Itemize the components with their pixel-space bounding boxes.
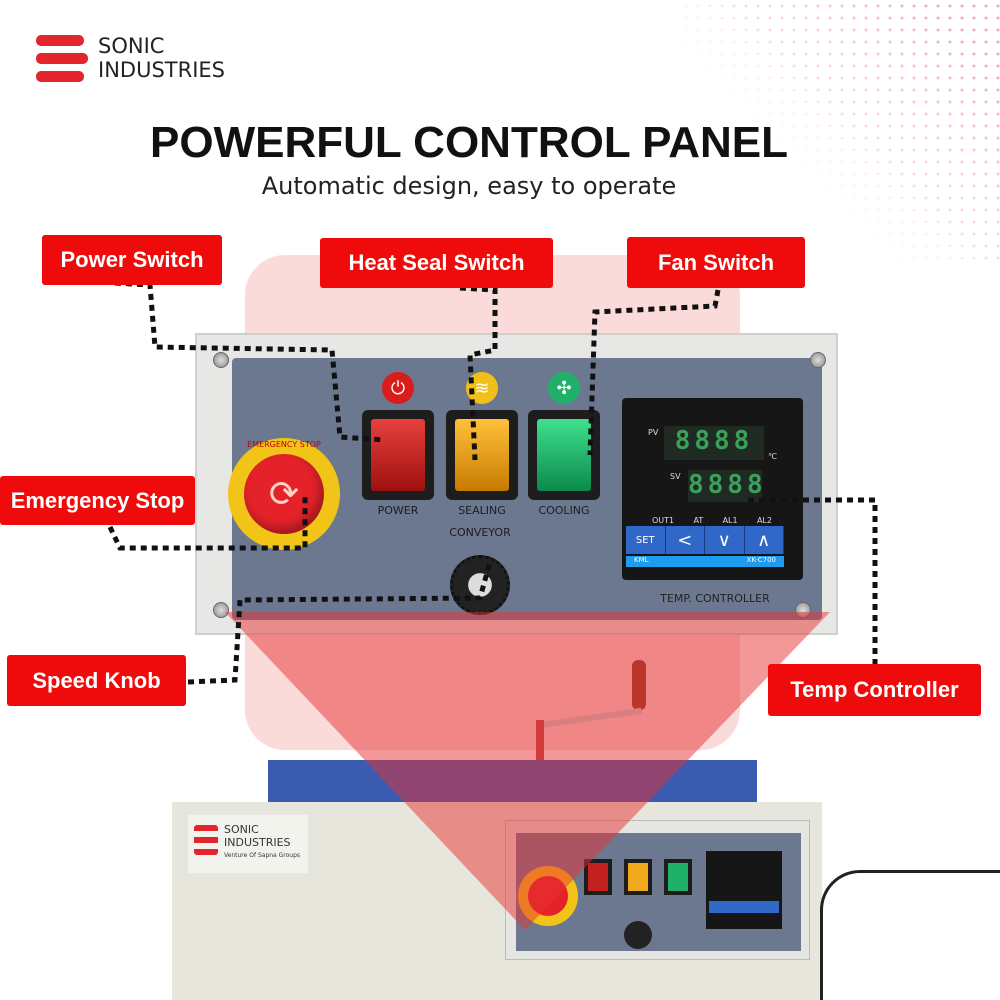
page-title: POWERFUL CONTROL PANEL xyxy=(150,118,788,167)
controller-model: XK-C700 xyxy=(746,556,776,564)
callout-fan-switch: Fan Switch xyxy=(627,237,805,288)
page-subtitle: Automatic design, easy to operate xyxy=(261,172,677,200)
led-at: AT xyxy=(693,516,704,525)
temp-controller-caption: TEMP. CONTROLLER xyxy=(660,592,770,605)
power-icon: ⏻ xyxy=(382,372,414,404)
pv-display: 8888 xyxy=(664,426,764,460)
power-leader xyxy=(114,280,386,443)
rotate-icon: ⟳ xyxy=(244,454,324,534)
sv-label: SV xyxy=(670,472,681,481)
cooling-switch[interactable] xyxy=(528,410,600,500)
heat-icon: ≋ xyxy=(466,372,498,404)
conveyor-label: CONVEYOR xyxy=(449,526,511,539)
pv-label: PV xyxy=(648,428,659,437)
led-al2: AL2 xyxy=(756,516,772,525)
callout-power-switch: Power Switch xyxy=(42,235,222,285)
sealing-label: SEALING xyxy=(458,504,506,517)
sealing-switch[interactable] xyxy=(446,410,518,500)
power-cable xyxy=(820,870,1000,1000)
unit-label: ℃ xyxy=(768,452,777,461)
temp-leader xyxy=(745,497,878,665)
decorative-dots xyxy=(680,0,1000,260)
fan-leader xyxy=(587,289,721,456)
led-al1: AL1 xyxy=(722,516,738,525)
screw-icon xyxy=(213,602,229,618)
heat-seal-leader xyxy=(459,285,498,461)
set-button[interactable]: SET xyxy=(626,526,666,554)
highlight-cone xyxy=(225,612,830,930)
speed-leader xyxy=(187,561,493,685)
callout-temp-controller: Temp Controller xyxy=(768,664,981,716)
speed-knob[interactable] xyxy=(450,555,510,615)
power-switch[interactable] xyxy=(362,410,434,500)
callout-speed-knob: Speed Knob xyxy=(7,655,186,706)
controller-brand: KML xyxy=(634,556,649,564)
emergency-leader xyxy=(107,495,308,551)
callout-heat-seal-switch: Heat Seal Switch xyxy=(320,238,553,288)
fan-icon: ✣ xyxy=(548,372,580,404)
led-out1: OUT1 xyxy=(652,516,675,525)
screw-icon xyxy=(213,352,229,368)
logo-icon xyxy=(36,35,88,82)
temp-controller: PV 8888 ℃ SV 8888 OUT1 AT AL1 AL2 SET < … xyxy=(622,398,803,580)
estop-text: EMERGENCY STOP xyxy=(247,440,321,449)
down-button[interactable]: ∨ xyxy=(705,526,745,554)
callout-emergency-stop: Emergency Stop xyxy=(0,476,195,525)
power-label: POWER xyxy=(377,504,419,517)
cooling-label: COOLING xyxy=(538,504,590,517)
sv-display: 8888 xyxy=(688,470,767,502)
emergency-stop-button[interactable]: ⟳ EMERGENCY STOP xyxy=(228,438,340,550)
screw-icon xyxy=(810,352,826,368)
logo-icon xyxy=(194,825,218,855)
up-button[interactable]: ∧ xyxy=(744,526,784,554)
left-button[interactable]: < xyxy=(665,526,705,554)
